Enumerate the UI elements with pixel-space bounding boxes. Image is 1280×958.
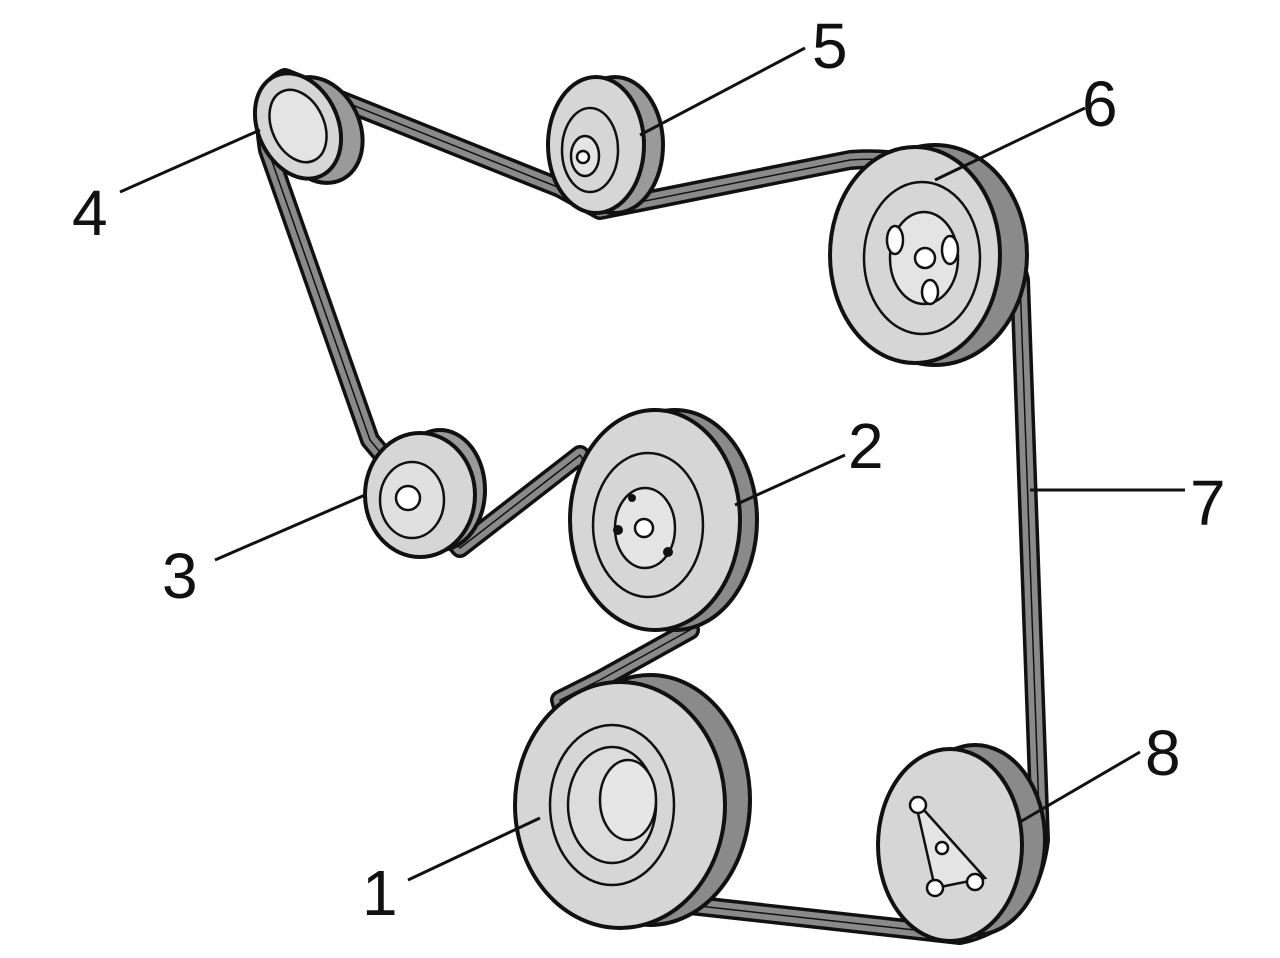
- callout-4: 4: [72, 177, 108, 249]
- callout-5: 5: [812, 10, 848, 82]
- callout-7: 7: [1190, 467, 1226, 539]
- callout-6: 6: [1082, 68, 1118, 140]
- callout-labels: 1 2 3 4 5 6 7 8: [72, 10, 1226, 929]
- pulley-2-water-pump: [568, 408, 759, 632]
- pulley-6-power-steering: [828, 143, 1029, 367]
- callout-3: 3: [162, 540, 198, 612]
- pulley-3-tensioner: [363, 428, 487, 559]
- pulley-5-idler: [546, 75, 665, 215]
- pulley-8-alternator: [876, 743, 1047, 943]
- callout-2: 2: [848, 410, 884, 482]
- leader-lines: [119, 46, 1185, 882]
- callout-8: 8: [1145, 717, 1181, 789]
- callout-1: 1: [362, 857, 398, 929]
- pulley-4-idler: [252, 71, 365, 185]
- pulley-1-crankshaft: [513, 673, 752, 930]
